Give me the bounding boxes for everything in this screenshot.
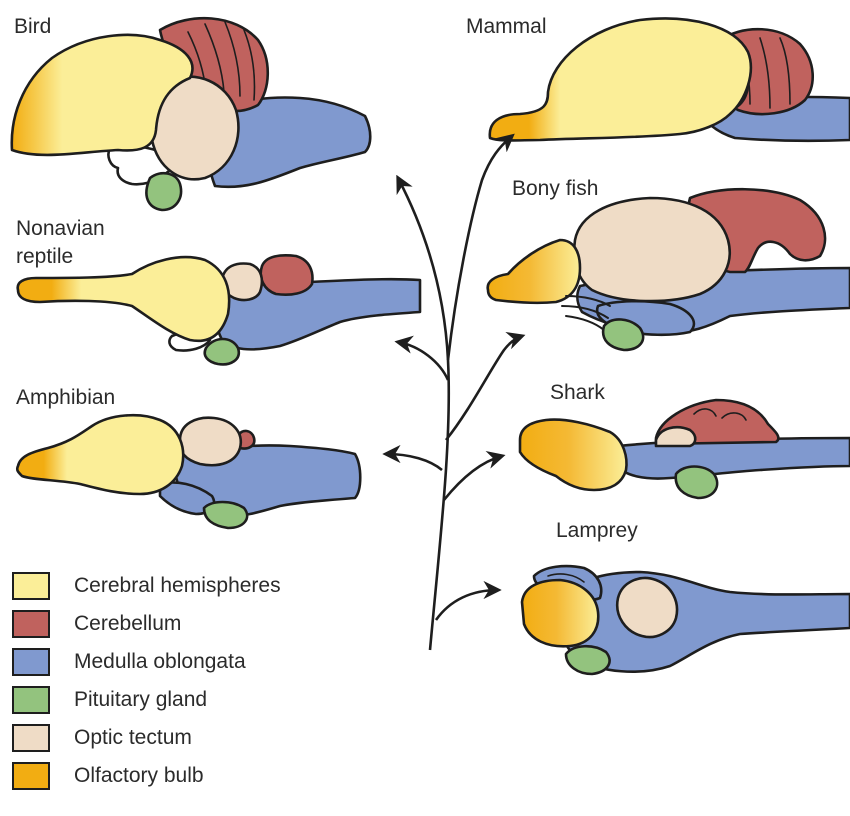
legend-label: Medulla oblongata: [74, 648, 246, 676]
arrow-to-reptile: [398, 342, 448, 380]
bony-fish-optic-tectum: [574, 198, 729, 301]
label-amphibian: Amphibian: [16, 385, 115, 411]
legend-label: Optic tectum: [74, 724, 192, 752]
reptile-brain: [18, 255, 420, 364]
shark-cerebrum: [520, 420, 626, 490]
swatch-pituitary-gland: [12, 686, 50, 714]
legend-item-olfactory-bulb: Olfactory bulb: [12, 760, 342, 792]
amphibian-brain: [17, 415, 360, 528]
reptile-cerebellum: [261, 255, 313, 294]
bony-fish-pituitary: [603, 319, 643, 350]
lamprey-brain: [522, 566, 850, 674]
label-shark: Shark: [550, 380, 605, 406]
swatch-olfactory-bulb: [12, 762, 50, 790]
label-lamprey: Lamprey: [556, 518, 638, 544]
amphibian-optic-tectum: [180, 418, 241, 466]
arrow-to-bird: [398, 178, 449, 650]
label-mammal: Mammal: [466, 14, 547, 40]
amphibian-cerebrum: [17, 415, 183, 494]
shark-brain: [520, 400, 850, 498]
legend-item-pituitary-gland: Pituitary gland: [12, 684, 342, 716]
shark-pituitary: [676, 467, 717, 499]
lamprey-optic-tectum: [617, 578, 677, 637]
lamprey-pituitary: [566, 646, 610, 674]
swatch-cerebellum: [12, 610, 50, 638]
reptile-pituitary: [205, 339, 239, 364]
arrow-to-shark: [444, 456, 502, 500]
legend-item-cerebellum: Cerebellum: [12, 608, 342, 640]
phylogeny-tree: [386, 136, 522, 650]
bony-fish-brain: [488, 189, 850, 350]
arrow-to-mammal: [448, 136, 512, 360]
legend-label: Pituitary gland: [74, 686, 207, 714]
label-reptile-line1: Nonavian: [16, 216, 105, 242]
legend-item-optic-tectum: Optic tectum: [12, 722, 342, 754]
label-reptile-line2: reptile: [16, 244, 73, 270]
bony-fish-cerebrum: [488, 240, 580, 303]
label-bony-fish: Bony fish: [512, 176, 598, 202]
arrow-to-bony-fish: [446, 336, 522, 440]
legend-item-medulla-oblongata: Medulla oblongata: [12, 646, 342, 678]
legend-label: Cerebral hemispheres: [74, 572, 281, 600]
legend-item-cerebral-hemispheres: Cerebral hemispheres: [12, 570, 342, 602]
bird-pituitary: [146, 173, 181, 210]
label-bird: Bird: [14, 14, 51, 40]
swatch-cerebral-hemispheres: [12, 572, 50, 600]
arrow-to-lamprey: [436, 590, 498, 620]
lamprey-cerebrum: [522, 580, 598, 646]
amphibian-pituitary: [204, 502, 247, 528]
legend-label: Cerebellum: [74, 610, 181, 638]
swatch-medulla-oblongata: [12, 648, 50, 676]
bird-brain: [12, 18, 370, 210]
swatch-optic-tectum: [12, 724, 50, 752]
shark-medulla: [618, 438, 850, 479]
legend-label: Olfactory bulb: [74, 762, 204, 790]
arrow-to-amphibian: [386, 454, 442, 470]
